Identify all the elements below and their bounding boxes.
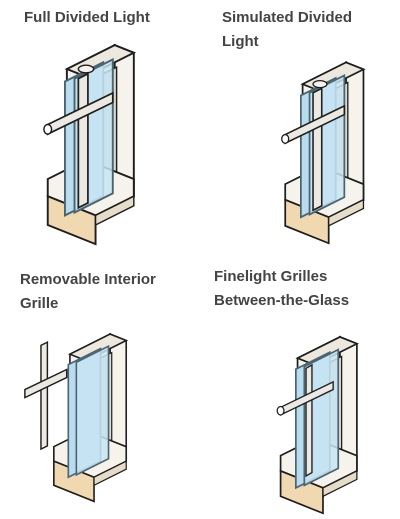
finelight-grilles-illustration (276, 336, 358, 515)
panel-title-line: Grille (20, 295, 59, 312)
panel-title-removable-interior-grille: Removable Interior Grille (20, 268, 156, 316)
panel-title-full-divided-light: Full Divided Light (24, 6, 150, 30)
panel-full-divided-light: Full Divided Light (0, 0, 200, 260)
panel-title-line: Light (222, 33, 259, 50)
full-divided-light-illustration (43, 44, 135, 246)
panel-title-line: Finelight Grilles (214, 268, 328, 285)
panel-removable-interior-grille: Removable Interior Grille (0, 260, 200, 519)
simulated-divided-light-illustration (280, 61, 365, 245)
panel-simulated-divided-light: Simulated Divided Light (200, 0, 400, 260)
panel-title-line: Simulated Divided (222, 9, 353, 26)
panel-title-line: Removable Interior (20, 271, 156, 288)
panel-title-line: Full Divided Light (24, 9, 150, 26)
panel-title-simulated-divided-light: Simulated Divided Light (222, 6, 352, 54)
panel-title-line: Between-the-Glass (214, 292, 350, 309)
panel-title-finelight-grilles: Finelight Grilles Between-the-Glass (214, 265, 349, 313)
panel-finelight-grilles: Finelight Grilles Between-the-Glass (200, 260, 400, 519)
removable-interior-grille-illustration (24, 333, 128, 503)
